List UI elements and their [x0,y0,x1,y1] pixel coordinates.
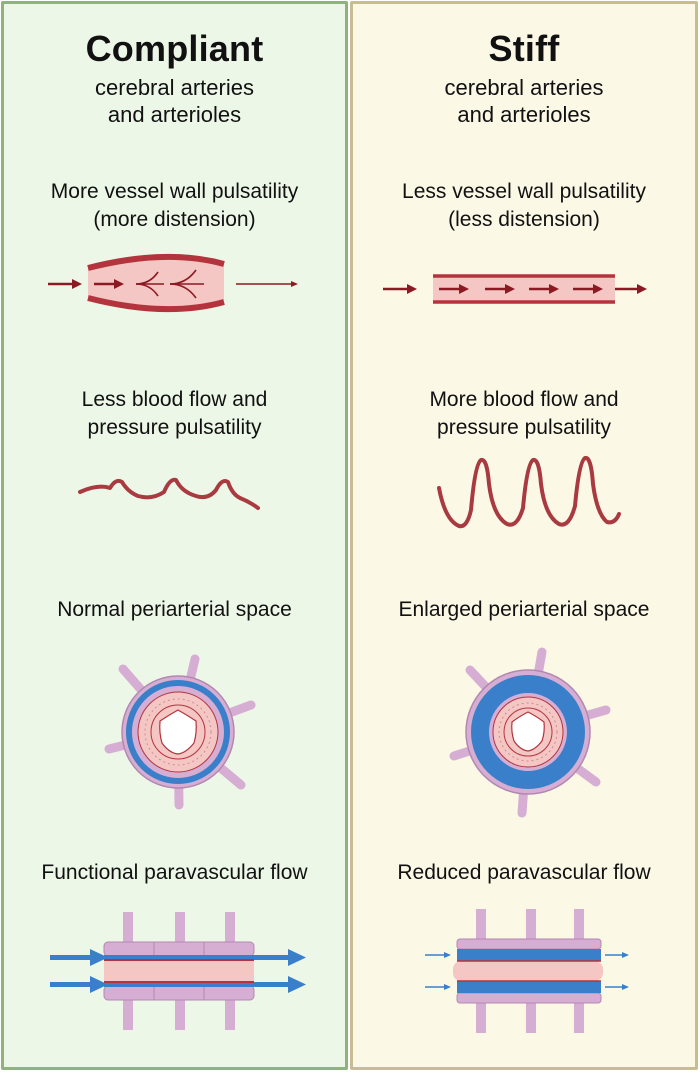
functional-paravascular-flow-icon [50,912,306,1030]
wall-pulsatility-heading: Less vessel wall pulsatility (less diste… [353,178,695,234]
panel-subtitle: cerebral arteries and arterioles [4,74,345,128]
subtitle-line-2: and arterioles [107,102,242,127]
periarterial-space-heading: Enlarged periarterial space [398,598,650,621]
subtitle-line-1: cerebral arteries [95,75,254,100]
high-pulsatility-waveform-icon [437,455,621,529]
flow-line-2: pressure pulsatility [87,416,262,439]
flow-line-1: Less blood flow and [81,388,268,411]
flow-line-2: pressure pulsatility [437,416,611,439]
paravascular-flow-heading: Functional paravascular flow [41,861,308,884]
low-pulsatility-waveform-icon [78,477,260,510]
panel-title: Compliant [85,28,264,69]
panel-title: Stiff [488,28,560,69]
reduced-paravascular-flow-icon [425,909,629,1033]
stiff-vessel-icon [383,274,647,304]
subtitle-line-2: and arterioles [457,102,591,127]
flow-line-1: More blood flow and [429,388,619,411]
periarterial-space-heading: Normal periarterial space [57,598,292,621]
panel-subtitle: cerebral arteries and arterioles [353,74,695,128]
compliant-panel: Compliant cerebral arteries and arteriol… [1,1,348,1070]
stiff-panel: Stiff cerebral arteries and arterioles L… [350,1,698,1070]
flow-pulsatility-heading: More blood flow and pressure pulsatility [353,386,695,442]
wall-line-1: More vessel wall pulsatility [50,180,299,203]
wall-pulsatility-heading: More vessel wall pulsatility (more diste… [4,178,345,234]
wall-line-2: (less distension) [448,208,600,231]
wall-line-2: (more distension) [93,208,256,231]
wall-line-1: Less vessel wall pulsatility [402,180,646,203]
normal-periarterial-space-icon [104,654,256,810]
flow-pulsatility-heading: Less blood flow and pressure pulsatility [4,386,345,442]
subtitle-line-1: cerebral arteries [444,75,604,100]
enlarged-periarterial-space-icon [449,647,611,818]
paravascular-flow-heading: Reduced paravascular flow [397,861,651,884]
distended-vessel-icon [48,253,298,313]
